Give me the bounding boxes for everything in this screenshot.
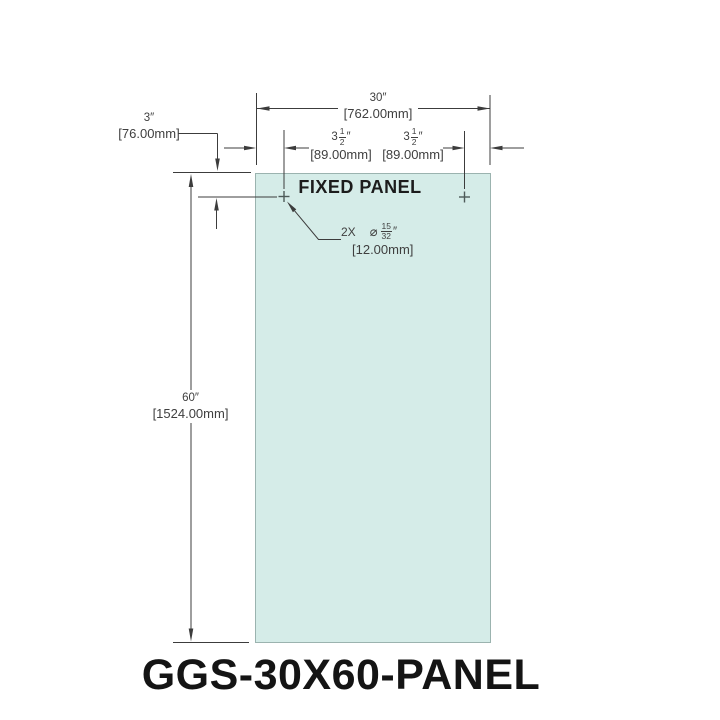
edge-offset-mm: [76.00mm] <box>118 126 180 141</box>
right-hole-whole: 3 <box>403 131 410 143</box>
height-dimension-lines <box>173 174 249 643</box>
edge-offset-dimension-lines <box>173 133 277 229</box>
edge-offset-dimension: 3″ [76.00mm] <box>104 111 194 141</box>
left-hole-mm: [89.00mm] <box>310 147 372 162</box>
diameter-symbol: ⌀ <box>369 223 378 239</box>
edge-offset-inches: 3″ <box>143 112 155 124</box>
height-mm: [1524.00mm] <box>152 406 229 421</box>
height-inches: 60″ <box>182 392 199 404</box>
height-dimension: 60″ [1524.00mm] <box>130 391 251 421</box>
width-inches: 30″ <box>369 92 387 104</box>
hole-callout-leader <box>287 201 341 240</box>
right-hole-unit: ″ <box>418 131 423 143</box>
hole-diameter-mm: [12.00mm] <box>352 242 414 257</box>
width-mm: [762.00mm] <box>343 106 413 121</box>
right-hole-dimension-lines <box>443 131 524 189</box>
left-hole-whole: 3 <box>331 131 338 143</box>
panel-label: FIXED PANEL <box>298 177 422 197</box>
width-dimension: 30″ [762.00mm] <box>288 91 468 121</box>
hole-diameter-unit: ″ <box>392 225 398 238</box>
hole-center-marks <box>278 191 470 203</box>
width-dimension-lines <box>256 93 491 165</box>
drawing-title: GGS-30X60-PANEL <box>141 651 541 699</box>
left-hole-unit: ″ <box>346 131 351 143</box>
hole-quantity: 2X <box>341 224 356 239</box>
right-hole-mm: [89.00mm] <box>382 147 444 162</box>
fixed-panel <box>255 173 491 643</box>
left-hole-dimension-lines <box>224 130 309 189</box>
